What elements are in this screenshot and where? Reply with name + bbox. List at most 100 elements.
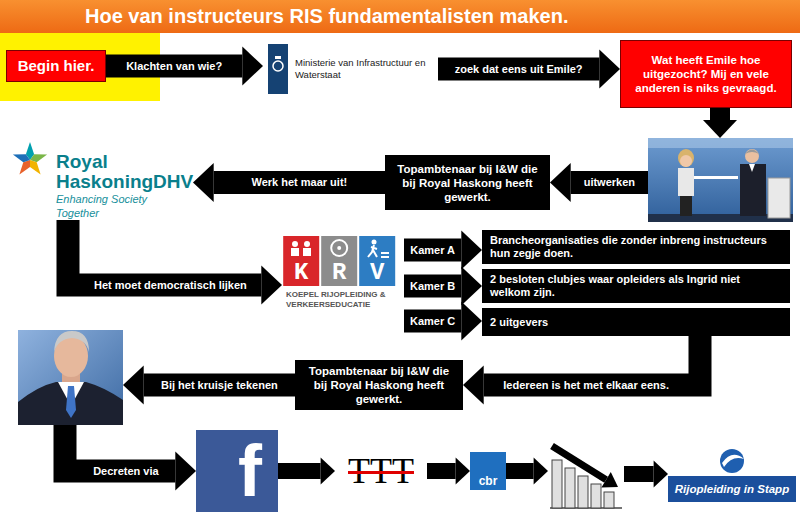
arrow-body	[571, 171, 648, 194]
people-icon	[291, 248, 299, 256]
crossing-icon	[381, 252, 389, 254]
flow-arrow	[278, 457, 335, 484]
flow-arrow	[404, 301, 482, 340]
arrow-label: Het moet democratisch lijken	[91, 277, 250, 294]
walker-icon	[372, 240, 377, 245]
arrow-head	[461, 230, 482, 269]
logo-band	[668, 476, 796, 502]
arrow-label: Werk het maar uit!	[248, 174, 350, 191]
chart-bar	[565, 468, 575, 508]
arrow-body	[427, 463, 456, 479]
woman-hair	[678, 149, 694, 167]
facebook-logo: f	[196, 430, 278, 512]
arrow-head	[261, 265, 282, 304]
process-box: Topambtenaar bij I&W die bij Royal Hasko…	[295, 360, 463, 410]
process-box: 2 uitgevers	[482, 308, 790, 336]
node-text: Enhancing Society Together	[8, 192, 193, 220]
arrow-head	[193, 163, 214, 202]
brand-logo-art	[668, 449, 796, 502]
star-petal	[13, 154, 30, 162]
crossing-icon	[381, 256, 389, 258]
ministry-logo: Ministerie van Infrastructuur en Waterst…	[263, 40, 438, 98]
flow-arrow	[427, 457, 470, 484]
process-box: Brancheorganisaties die zonder inbreng i…	[482, 230, 790, 264]
man-hair	[745, 150, 759, 155]
press-photo	[648, 138, 793, 222]
portrait-photo	[18, 330, 123, 425]
arrow-body	[404, 239, 461, 262]
arrow-head	[599, 50, 620, 89]
decline-arrow	[552, 446, 606, 480]
arrow-body	[106, 55, 242, 78]
node-text: 2 uitgevers	[490, 316, 782, 329]
emblem-crest	[273, 61, 283, 71]
flow-arrow	[106, 47, 263, 86]
man-face	[745, 149, 759, 163]
people-icon	[292, 241, 298, 247]
arrow-label: uitwerken	[581, 174, 638, 191]
node-text: cbr	[470, 474, 506, 488]
node-text: 2 besloten clubjes waar opleiders als In…	[490, 273, 782, 299]
arrow-label: Kamer C	[407, 313, 458, 330]
chart-bar	[591, 484, 601, 508]
node-text: Brancheorganisaties die zonder inbreng i…	[490, 234, 782, 260]
flow-arrow	[624, 460, 668, 487]
walker-icon	[368, 245, 377, 257]
node-text: Ministerie van Infrastructuur en Waterst…	[295, 57, 434, 81]
woman-top	[678, 168, 694, 196]
wheel-icon	[337, 246, 341, 250]
company-logo: Royal HaskoningDHVEnhancing Society Toge…	[8, 138, 193, 220]
arrow-head	[456, 457, 470, 484]
arrow-body	[214, 171, 385, 194]
photo-background	[648, 138, 793, 222]
arrow-label: Kamer A	[407, 242, 458, 259]
suit	[18, 382, 123, 425]
chart-bar	[604, 492, 614, 508]
flow-arrow	[68, 220, 282, 305]
arrow-label: zoek dat eens uit Emile?	[452, 61, 586, 78]
arrow-label: Iedereen is het met elkaar eens.	[500, 377, 672, 394]
arrow-head	[654, 460, 668, 487]
man-shirt	[749, 164, 755, 172]
flow-arrow	[438, 50, 620, 89]
logo-swoosh	[722, 455, 744, 467]
arrow-body	[278, 463, 321, 479]
people-icon	[304, 241, 310, 247]
star-petal	[19, 160, 30, 175]
photo-light	[648, 138, 793, 148]
arrow-body	[144, 374, 295, 397]
hair	[54, 331, 89, 352]
node-text: Royal HaskoningDHV	[8, 152, 193, 192]
man-suit	[740, 164, 766, 216]
chart-icon	[548, 440, 624, 510]
flow-arrow	[404, 266, 482, 305]
note-box: Wat heeft Emile hoe uitgezocht? Mij en v…	[620, 40, 792, 108]
flow-arrow	[550, 163, 648, 202]
node-text: TTT	[335, 452, 427, 490]
node-text: Rijopleiding in Stapp	[668, 476, 796, 502]
document	[694, 176, 738, 179]
arrow-body	[710, 108, 730, 120]
flow-arrow	[463, 336, 700, 405]
flow-arrow	[193, 163, 385, 202]
arrow-head	[550, 163, 571, 202]
arrow-head	[123, 365, 144, 404]
process-box: 2 besloten clubjes waar opleiders als In…	[482, 269, 790, 303]
arrow-head	[463, 365, 484, 404]
flow-arrow	[404, 230, 482, 269]
ministry-emblem	[268, 44, 288, 94]
start-box: Begin hier.	[6, 50, 106, 82]
arrow-label: Decreten via	[90, 463, 161, 480]
emblem-bar	[268, 44, 288, 94]
flow-arrow	[65, 425, 196, 491]
arrow-label: Kamer B	[407, 278, 458, 295]
flow-arrow	[703, 108, 737, 138]
organisation-logo: KRVKOEPEL RIJOPLEIDING & VERKEERSEDUCATI…	[282, 236, 404, 334]
flow-arrow	[123, 365, 295, 404]
arrow-label: Bij het kruisje tekenen	[158, 377, 281, 394]
press-photo	[648, 138, 793, 222]
arrow-head	[461, 266, 482, 305]
tie	[66, 386, 76, 418]
logo-circle	[720, 449, 744, 473]
node-text: KOEPEL RIJOPLEIDING & VERKEERSEDUCATIE	[282, 290, 404, 310]
